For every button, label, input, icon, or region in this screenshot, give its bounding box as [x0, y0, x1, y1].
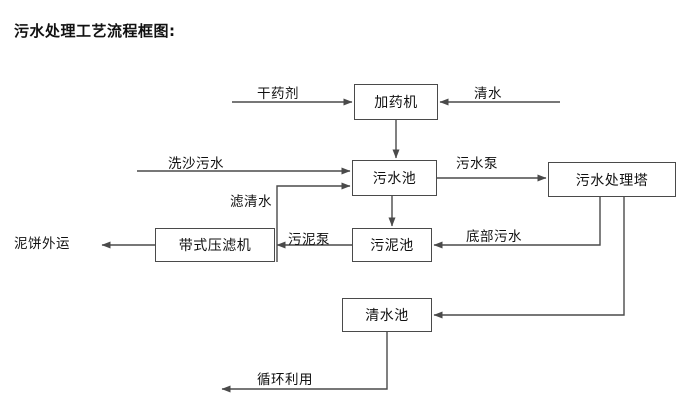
label-sewage-pump: 污水泵	[456, 156, 498, 172]
node-label: 加药机	[374, 95, 418, 111]
edge-tower-to-clearwater-pool	[433, 197, 625, 319]
node-sewage-pool[interactable]: 污水池	[352, 160, 437, 196]
edge-filtrate-to-sewage-pool	[276, 182, 351, 262]
label-bottom-sewage: 底部污水	[466, 229, 522, 245]
label-clean-water-inlet: 清水	[474, 86, 502, 102]
node-dosing-machine[interactable]: 加药机	[354, 84, 438, 120]
node-belt-filter-press[interactable]: 带式压滤机	[155, 228, 275, 262]
label-sludge-pump: 污泥泵	[288, 232, 330, 248]
node-label: 带式压滤机	[178, 238, 252, 254]
node-label: 污水池	[372, 171, 417, 187]
node-treatment-tower[interactable]: 污水处理塔	[548, 162, 676, 197]
node-label: 污泥池	[370, 238, 414, 254]
label-sand-wash-sewage: 洗沙污水	[168, 156, 224, 172]
edge-clearwater-to-recycle	[221, 332, 388, 393]
label-dry-chemical: 干药剂	[257, 86, 299, 102]
edge-tower-to-sludge-pool	[433, 197, 601, 249]
node-label: 污水处理塔	[575, 172, 649, 189]
label-filtrate-water: 滤清水	[230, 194, 272, 210]
node-clearwater-pool[interactable]: 清水池	[342, 298, 432, 332]
label-mud-cake-transport: 泥饼外运	[14, 236, 70, 252]
page-title: 污水处理工艺流程框图:	[14, 22, 176, 40]
label-recycle-reuse: 循环利用	[257, 372, 313, 388]
node-sludge-pool[interactable]: 污泥池	[352, 228, 432, 262]
node-label: 清水池	[365, 308, 409, 324]
